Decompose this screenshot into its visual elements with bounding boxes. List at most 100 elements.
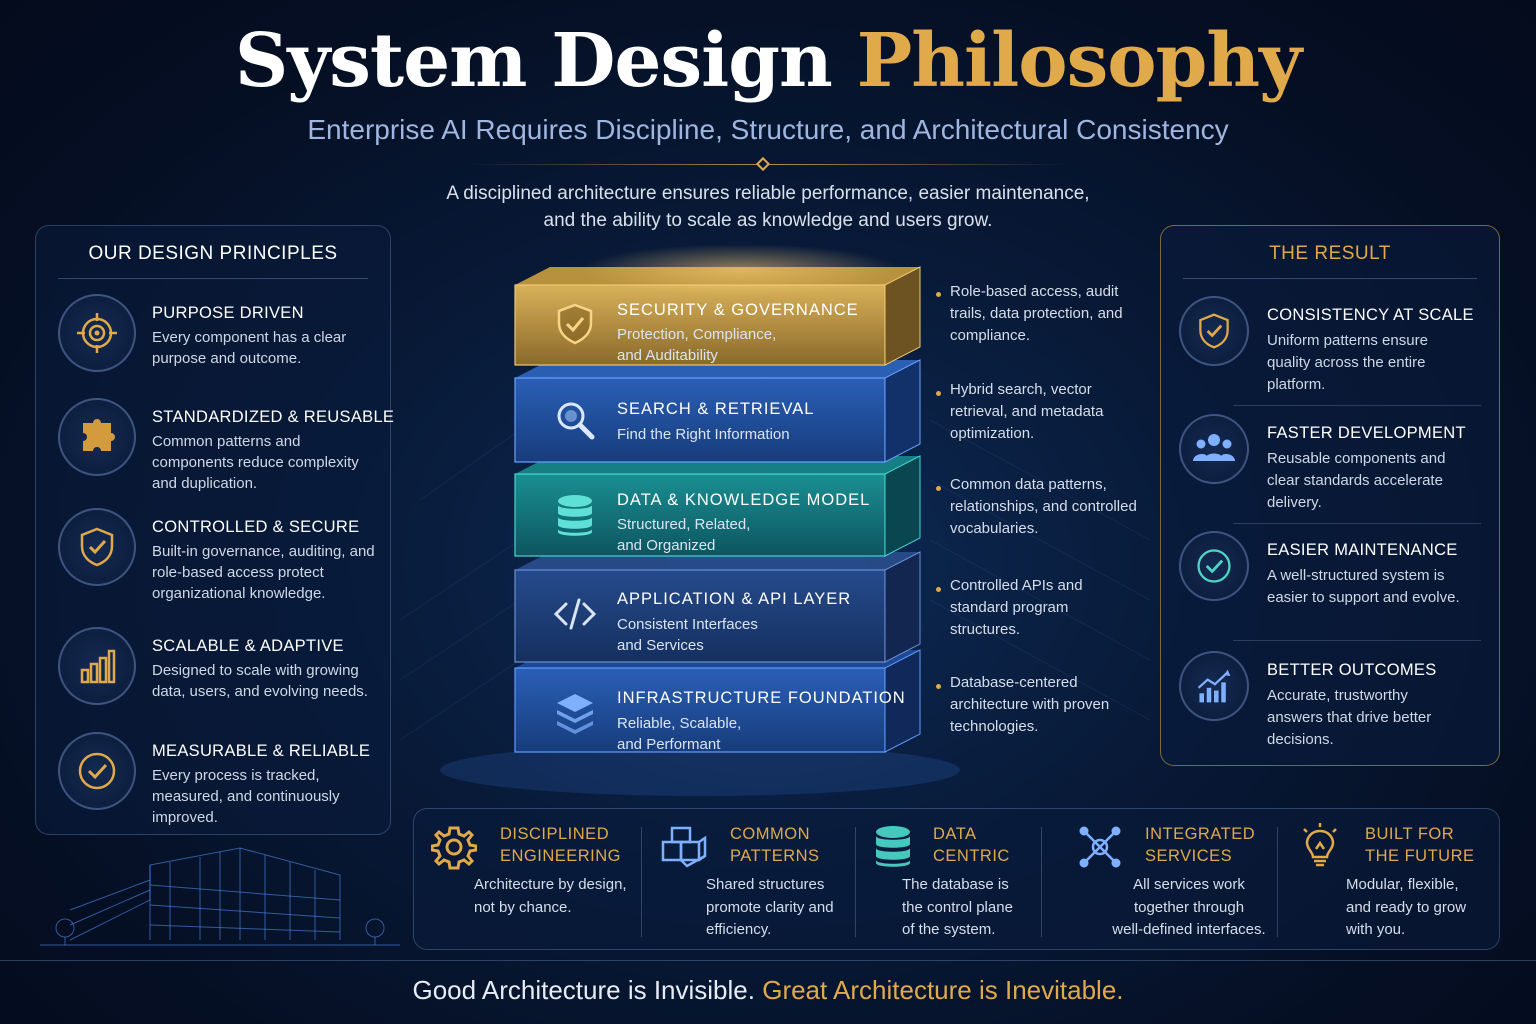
principle-desc: Every process is tracked, measured, and … <box>152 767 340 826</box>
principles-rule <box>58 278 368 279</box>
layer-label-application: APPLICATION & API LAYER <box>617 590 852 608</box>
intro-line-1: A disciplined architecture ensures relia… <box>446 183 1090 204</box>
database-icon <box>869 823 917 871</box>
layer-sub-search: Find the Right Information <box>617 424 790 445</box>
check-circle-icon <box>58 732 136 810</box>
layer-sub-line: Protection, Compliance, <box>617 326 777 343</box>
code-icon <box>551 590 599 638</box>
layer-sub-application: Consistent Interfaces and Services <box>617 614 758 656</box>
puzzle-icon <box>58 398 136 476</box>
annotation-search: Hybrid search, vector retrieval, and met… <box>950 381 1104 442</box>
principle-title: CONTROLLED & SECURE <box>152 518 360 536</box>
result-desc: Reusable components and clear standards … <box>1267 450 1446 511</box>
layer-sub-security: Protection, Compliance, and Auditability <box>617 324 776 366</box>
principle-title: PURPOSE DRIVEN <box>152 304 304 322</box>
layer-label-search: SEARCH & RETRIEVAL <box>617 400 815 418</box>
pillar-separator <box>855 827 856 937</box>
layer-sub-line: and Services <box>617 637 704 654</box>
result-desc: A well-structured system is easier to su… <box>1267 567 1460 606</box>
principle-title: SCALABLE & ADAPTIVE <box>152 637 344 655</box>
annotation-security: Role-based access, audit trails, data pr… <box>950 283 1123 344</box>
database-icon <box>551 492 599 540</box>
layer-sub-infrastructure: Reliable, Scalable, and Performant <box>617 713 741 755</box>
layer-sub-line: Reliable, Scalable, <box>617 715 742 732</box>
pillar-desc-line: not by chance. <box>474 898 572 916</box>
footer-rule <box>0 960 1536 961</box>
layer-sub-line: Find the Right Information <box>617 426 790 443</box>
result-desc: Accurate, trustworthy answers that drive… <box>1267 687 1432 748</box>
pillar-title-line: INTEGRATED <box>1145 825 1256 843</box>
layer-sub-line: and Organized <box>617 537 716 554</box>
annotation-dot <box>936 391 941 396</box>
magnifier-icon <box>551 396 599 444</box>
page-title: System Design Philosophy <box>0 18 1536 104</box>
team-icon <box>1179 414 1249 484</box>
pillar-separator <box>641 827 642 937</box>
footer-part-2: Great Architecture is Inevitable. <box>762 975 1124 1005</box>
layer-sub-line: and Auditability <box>617 347 718 364</box>
principle-title: MEASURABLE & RELIABLE <box>152 742 371 760</box>
layer-label-security: SECURITY & GOVERNANCE <box>617 301 859 319</box>
pillar-desc-line: together through <box>1133 898 1245 916</box>
pillar-separator <box>1277 827 1278 937</box>
annotation-application: Controlled APIs and standard program str… <box>950 577 1083 638</box>
results-rule <box>1183 278 1477 279</box>
pillar-title-line: ENGINEERING <box>500 847 622 865</box>
shield-check-icon <box>1179 296 1249 366</box>
result-title: CONSISTENCY AT SCALE <box>1267 306 1474 324</box>
result-title: EASIER MAINTENANCE <box>1267 541 1458 559</box>
pillar-desc-line: and ready to grow <box>1346 898 1467 916</box>
layer-sub-data: Structured, Related,and Organized <box>617 514 750 556</box>
principle-desc: Built-in governance, auditing, and role-… <box>152 543 375 602</box>
principle-desc: Every component has a clear purpose and … <box>152 329 347 367</box>
pillar-title-line: DISCIPLINED <box>500 825 610 843</box>
pillar-separator <box>1041 827 1042 937</box>
pillar-title-line: BUILT FOR <box>1365 825 1455 843</box>
result-separator <box>1233 640 1481 641</box>
pillar-desc-line: promote clarity and <box>706 898 834 916</box>
layer-sub-line: Consistent Interfaces <box>617 616 758 633</box>
shield-check-icon <box>58 508 136 586</box>
annotation-dot <box>936 684 941 689</box>
bar-chart-icon <box>58 627 136 705</box>
result-separator <box>1233 405 1481 406</box>
lightbulb-icon <box>1296 821 1344 869</box>
target-icon <box>58 294 136 372</box>
pillar-desc-line: Architecture by design, <box>474 876 627 893</box>
pillar-desc-disciplined: Architecture by design, not by chance. <box>474 874 627 919</box>
gear-icon <box>430 823 478 871</box>
pillar-title-line: CENTRIC <box>933 847 1010 865</box>
annotation-data: Common data patterns, relationships, and… <box>950 476 1137 537</box>
pillar-title-line: THE FUTURE <box>1365 847 1475 865</box>
pillar-desc-line: the control plane <box>902 898 1013 916</box>
pillar-title-line: DATA <box>933 825 977 843</box>
annotation-dot <box>936 587 941 592</box>
title-main: System Design <box>234 18 833 104</box>
intro-text: A disciplined architecture ensures relia… <box>368 180 1168 234</box>
pillar-desc-future: Modular, flexible, and ready to grow with … <box>1346 874 1466 942</box>
pillar-title-line: PATTERNS <box>730 847 820 865</box>
principle-desc: Designed to scale with growing data, use… <box>152 662 368 700</box>
layer-label-data: DATA & KNOWLEDGE MODEL <box>617 491 871 509</box>
pillar-desc-line: Modular, flexible, <box>1346 876 1459 893</box>
trend-chart-icon <box>1179 651 1249 721</box>
pillar-title-line: SERVICES <box>1145 847 1233 865</box>
layer-sub-line: and Performant <box>617 736 721 753</box>
intro-line-2: and the ability to scale as knowledge an… <box>543 210 993 231</box>
pillar-desc-line: efficiency. <box>706 921 772 938</box>
footer-tagline: Good Architecture is Invisible. Great Ar… <box>0 975 1536 1006</box>
result-desc: Uniform patterns ensure quality across t… <box>1267 332 1428 393</box>
layers-icon <box>551 688 599 736</box>
pillar-desc-line: with you. <box>1346 921 1406 938</box>
annotation-dot <box>936 292 941 297</box>
principle-desc: Common patterns and components reduce co… <box>152 433 359 492</box>
result-separator <box>1233 523 1481 524</box>
architecture-stack <box>514 244 921 753</box>
network-icon <box>1076 823 1124 871</box>
annotation-dot <box>936 486 941 491</box>
shield-icon <box>551 300 599 348</box>
pillars-panel: DISCIPLINED ENGINEERING Architecture by d… <box>413 808 1500 950</box>
